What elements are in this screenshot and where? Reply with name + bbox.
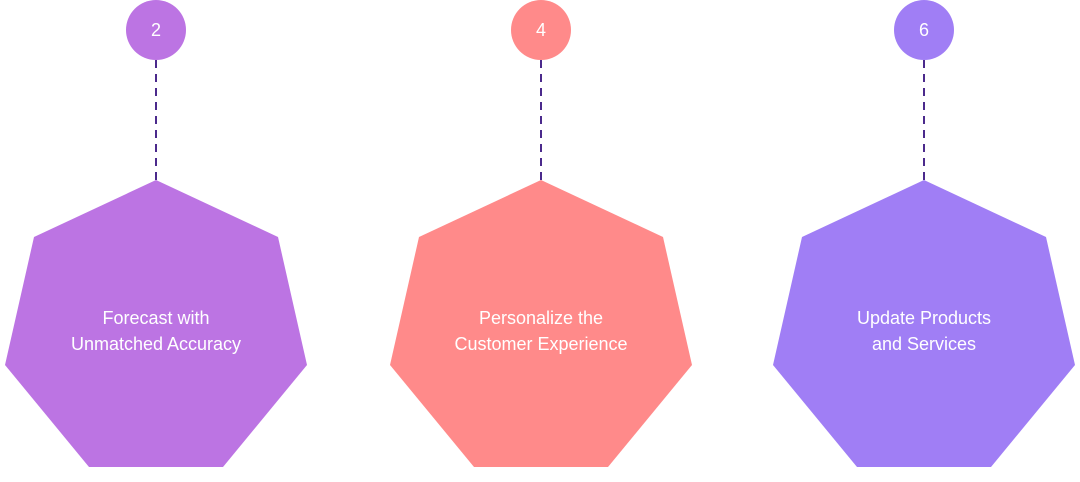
- step-number: 6: [918, 20, 929, 40]
- heptagon-shape: [390, 180, 692, 467]
- heptagon-shape: [5, 180, 307, 467]
- step-number-circle: [894, 0, 954, 60]
- label-line: Customer Experience: [454, 334, 628, 354]
- step-number-circle: [126, 0, 186, 60]
- label-line: Update Products: [856, 308, 992, 328]
- label-line: Unmatched Accuracy: [70, 334, 242, 354]
- heptagon-shape: [773, 180, 1075, 467]
- step-number: 2: [150, 20, 161, 40]
- step-label: Update Products and Services: [804, 305, 1044, 357]
- step-number-circle: [511, 0, 571, 60]
- label-line: and Services: [871, 334, 977, 354]
- label-line: Personalize the: [478, 308, 604, 328]
- label-line: Forecast with: [102, 308, 210, 328]
- step-number: 4: [535, 20, 546, 40]
